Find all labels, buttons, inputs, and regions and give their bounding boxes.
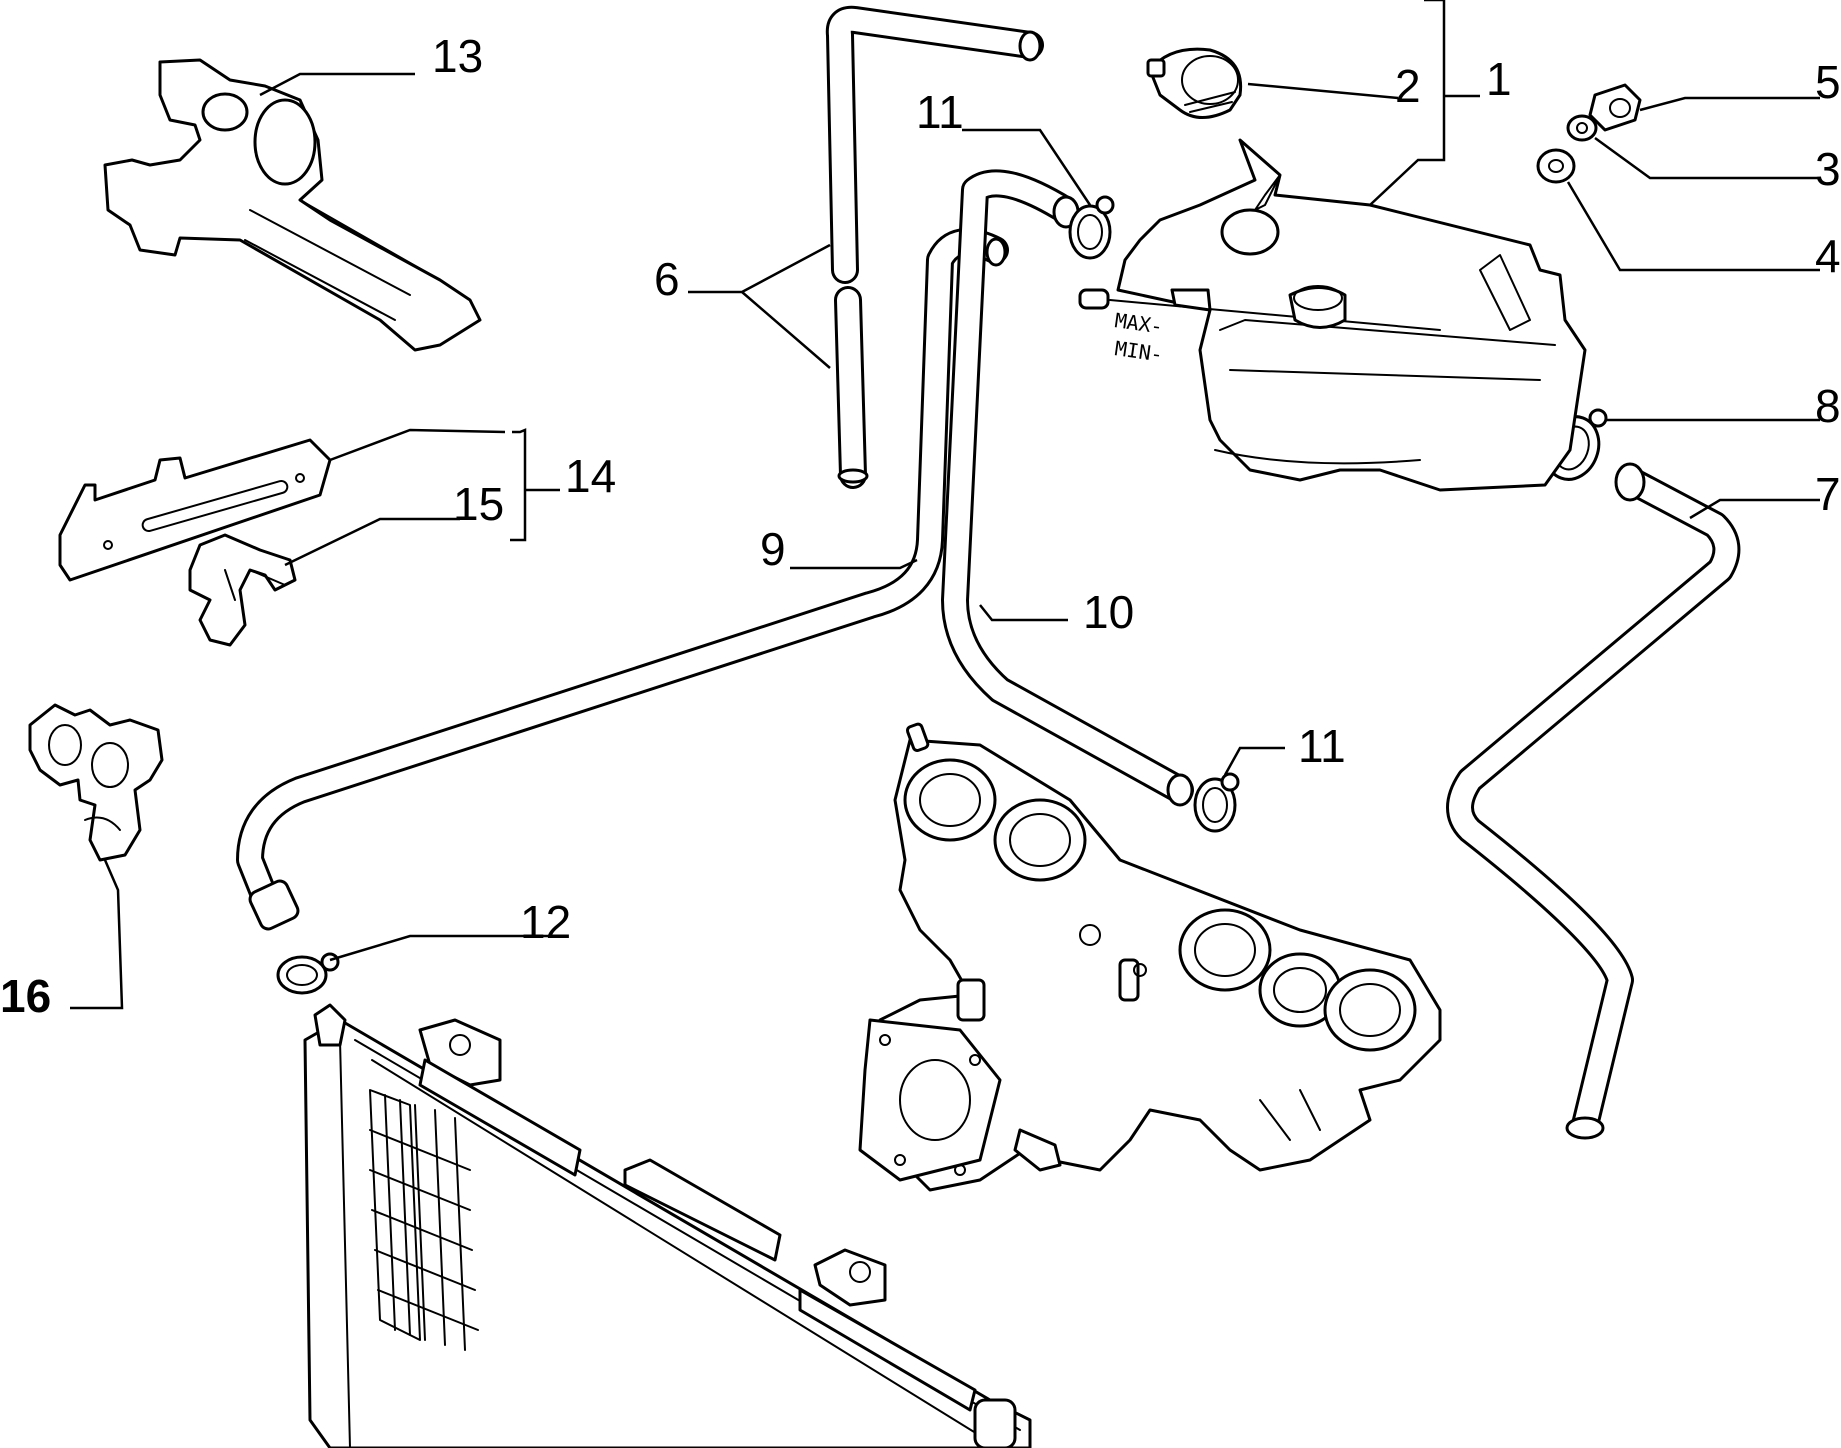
label-13: 13	[432, 30, 483, 82]
clip-16	[28, 703, 164, 862]
label-15: 15	[453, 478, 504, 530]
filler-cap-2	[1146, 47, 1243, 119]
tank-max-mark: MAX-	[1113, 308, 1164, 338]
label-11-upper: 11	[916, 86, 964, 138]
label-5: 5	[1815, 56, 1841, 108]
label-14: 14	[565, 450, 616, 502]
label-16: 16	[0, 970, 51, 1022]
hose-10	[941, 169, 1194, 807]
washer-4	[1536, 148, 1576, 184]
expansion-tank-1: MAX- MIN-	[1078, 138, 1587, 492]
label-8: 8	[1815, 380, 1841, 432]
intake-manifold	[858, 722, 1442, 1192]
part-numbers: 13 2 1 5 3 4 8 7 11 6 14 15 9 10 11 12 1…	[0, 30, 1841, 1022]
label-4: 4	[1815, 230, 1841, 282]
hose-clamp-12	[276, 952, 340, 995]
label-1: 1	[1486, 53, 1512, 105]
radiator	[303, 1003, 1032, 1448]
tank-min-mark: MIN-	[1113, 336, 1164, 366]
label-9: 9	[760, 523, 786, 575]
label-3: 3	[1815, 143, 1841, 195]
hose-clamp-11-lower	[1193, 772, 1240, 833]
label-12: 12	[520, 896, 571, 948]
cap-nut-5	[1588, 83, 1642, 132]
clip-15	[188, 533, 297, 647]
bracket-13	[103, 58, 482, 352]
hose-clamp-11-upper	[1068, 195, 1115, 260]
washer-3	[1566, 114, 1598, 142]
hose-9	[236, 228, 1009, 931]
label-2: 2	[1395, 60, 1421, 112]
label-7: 7	[1815, 468, 1841, 520]
leader-lines	[70, 0, 1820, 1010]
radiator-core-mesh	[369, 1089, 479, 1351]
hose-6	[825, 5, 1044, 489]
label-6: 6	[654, 253, 680, 305]
strap-14	[58, 438, 332, 582]
label-10: 10	[1083, 586, 1134, 638]
label-11-lower: 11	[1298, 720, 1346, 772]
hose-7	[1446, 462, 1741, 1140]
